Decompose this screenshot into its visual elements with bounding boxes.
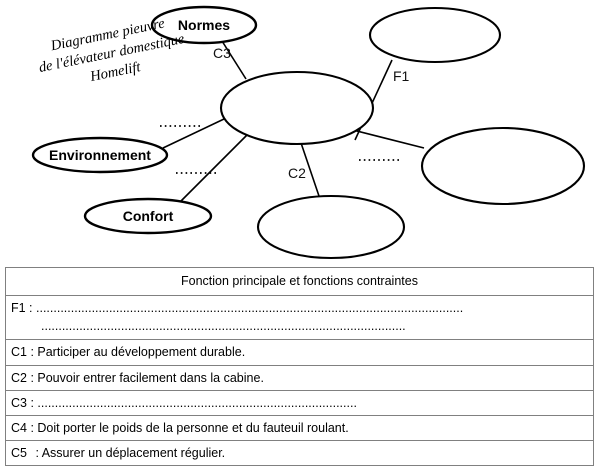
- spoke-environnement: [162, 118, 225, 149]
- c1-text: C1 : Participer au développement durable…: [11, 345, 246, 360]
- f1-label: F1 :: [11, 301, 37, 316]
- functions-table: Fonction principale et fonctions contrai…: [5, 266, 594, 466]
- c5-prefix: C5: [11, 445, 27, 460]
- node-bottom-center: [256, 194, 406, 260]
- table-row: F1 : ...................................…: [5, 295, 594, 341]
- spoke-normes: [221, 40, 247, 80]
- table-header-cell: Fonction principale et fonctions contrai…: [5, 266, 594, 297]
- link-label-f1: F1: [393, 68, 410, 84]
- table-row-header: Fonction principale et fonctions contrai…: [5, 266, 594, 297]
- node-top-right: [368, 6, 502, 64]
- c3-label: C3 :: [11, 395, 38, 410]
- link-label-c2: C2: [288, 165, 306, 181]
- diagram-spokes: [162, 40, 425, 204]
- table-row: C2 : Pouvoir entrer facilement dans la c…: [5, 364, 594, 391]
- table-cell-c5: C5 : Assurer un déplacement régulier.: [5, 439, 594, 466]
- table-cell-c4: C4 : Doit porter le poids de la personne…: [5, 414, 594, 441]
- node-normes: [150, 5, 258, 45]
- node-label-confort: Confort: [123, 208, 174, 224]
- c5-cell-inner: C5 : Assurer un déplacement régulier.: [6, 441, 593, 465]
- c2-text: C2 : Pouvoir entrer facilement dans la c…: [11, 370, 264, 385]
- table-row: C1 : Participer au développement durable…: [5, 339, 594, 366]
- c4-text: C4 : Doit porter le poids de la personne…: [11, 420, 349, 435]
- diagram-canvas: Normes Environnement Confort C3 F1 C2: [31, 5, 586, 260]
- diagram-blank-leaders: [160, 125, 400, 174]
- node-environnement: [31, 136, 169, 174]
- node-right: [420, 126, 586, 206]
- pieuvre-diagram: Normes Environnement Confort C3 F1 C2 Di…: [31, 5, 586, 260]
- table-header-text: Fonction principale et fonctions contrai…: [181, 274, 418, 288]
- c3-dots: ........................................…: [37, 395, 357, 410]
- table-row: C5 : Assurer un déplacement régulier.: [5, 439, 594, 466]
- node-label-environnement: Environnement: [49, 147, 151, 163]
- node-center: [219, 70, 375, 146]
- c3-cell-inner: C3 : ...................................…: [6, 391, 593, 415]
- spoke-bottom-center: [298, 136, 321, 200]
- table-cell-c2: C2 : Pouvoir entrer facilement dans la c…: [5, 364, 594, 391]
- link-label-c3: C3: [213, 45, 231, 61]
- table-row: C4 : Doit porter le poids de la personne…: [5, 414, 594, 441]
- spoke-confort: [178, 129, 253, 204]
- f1-dots-line-2: ........................................…: [41, 319, 406, 334]
- f1-dots-line-1: ........................................…: [36, 301, 464, 316]
- node-label-normes: Normes: [178, 17, 230, 33]
- table-cell-c3: C3 : ...................................…: [5, 389, 594, 416]
- f1-cell-inner: F1 : ...................................…: [6, 296, 593, 339]
- spoke-right: [344, 127, 425, 149]
- functions-table-wrap: Fonction principale et fonctions contrai…: [5, 266, 594, 466]
- c5-suffix: : Assurer un déplacement régulier.: [31, 445, 226, 460]
- table-cell-c1: C1 : Participer au développement durable…: [5, 339, 594, 366]
- diagram-nodes: [31, 5, 586, 260]
- table-cell-f1: F1 : ...................................…: [5, 295, 594, 341]
- node-confort: [83, 197, 213, 235]
- table-row: C3 : ...................................…: [5, 389, 594, 416]
